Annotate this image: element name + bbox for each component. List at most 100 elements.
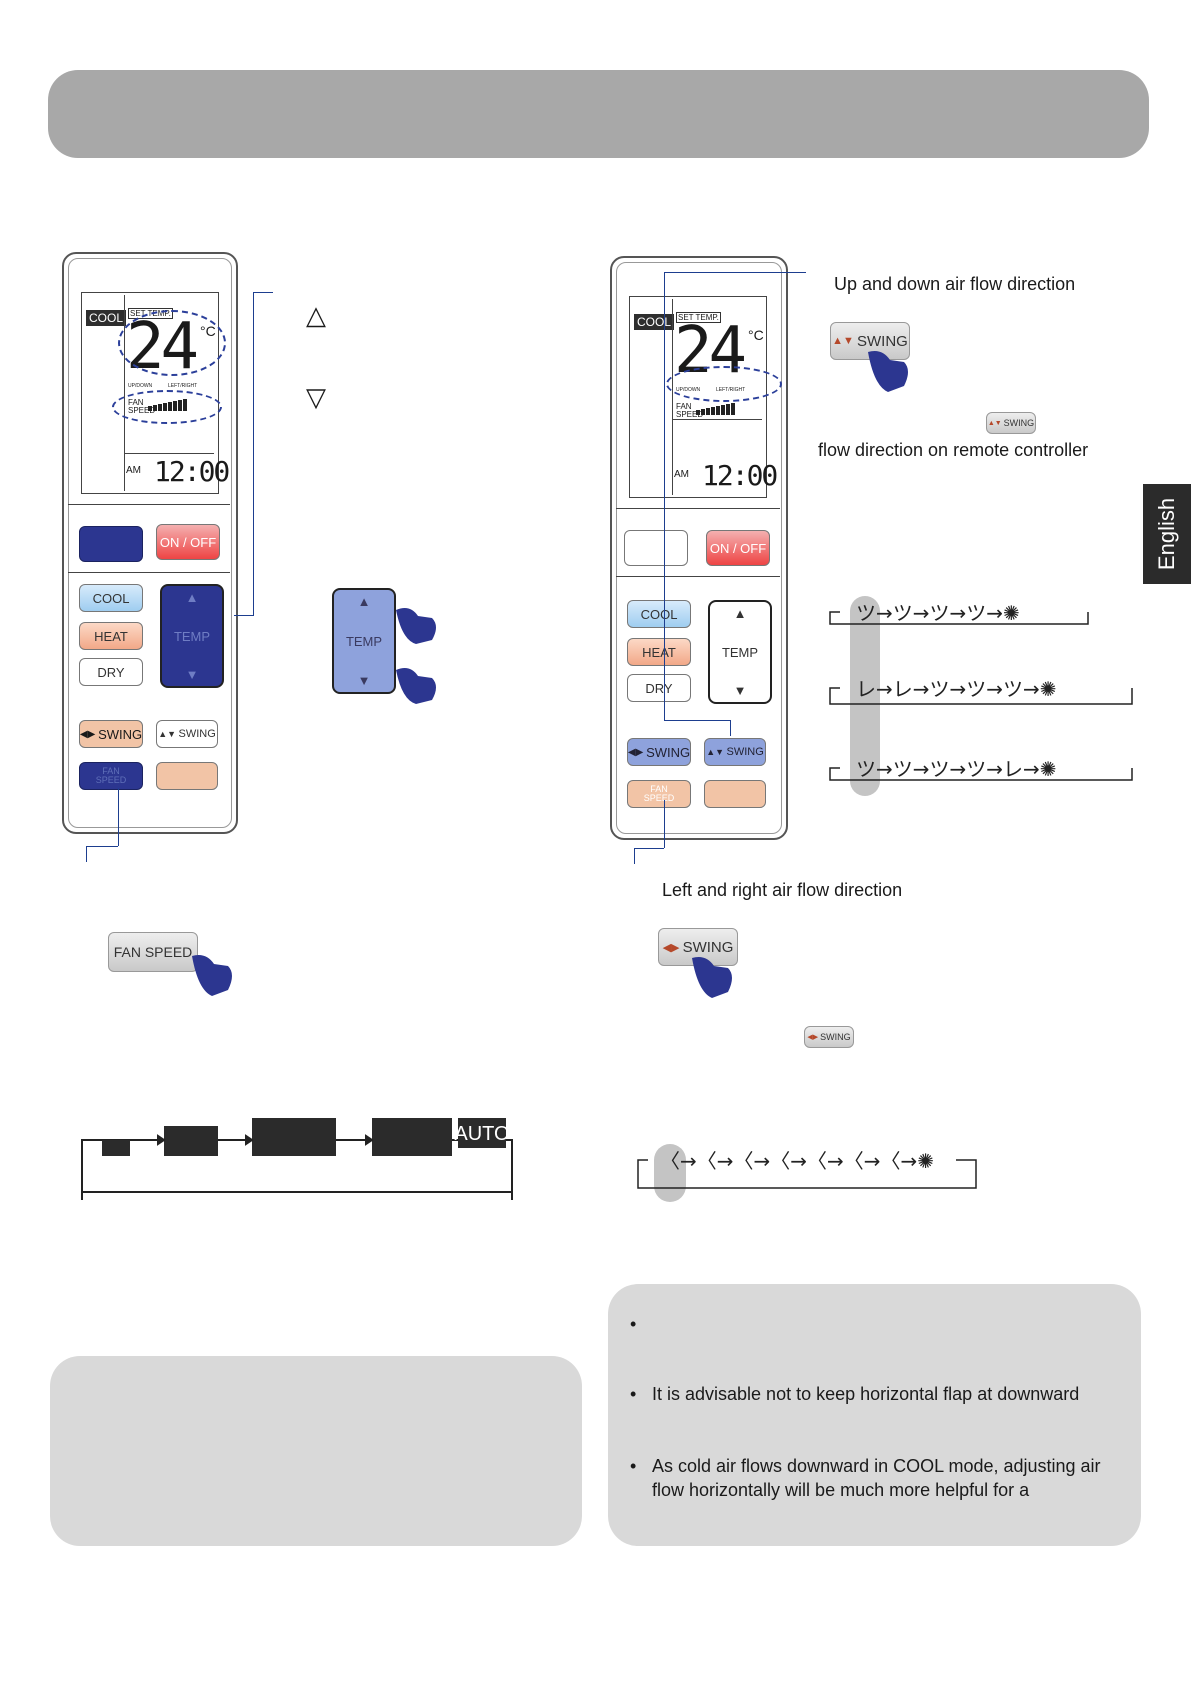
fan-speed-cycle: AUTO	[81, 1118, 513, 1200]
remote-section-line	[68, 504, 230, 505]
temp-label: TEMP	[173, 628, 211, 644]
note-3: As cold air flows downward in COOL mode,…	[630, 1454, 1122, 1502]
heat-button[interactable]: HEAT	[79, 622, 143, 650]
ud-callout-vertical	[664, 272, 665, 720]
leftright-flap-sequence: 〈→〈→〈→〈→〈→〈→〈→✺	[637, 1144, 977, 1202]
lcd-fan-text-r: FAN	[676, 402, 692, 411]
swing-lr-illustration: ◀▶ SWING	[658, 928, 738, 966]
lcd-divider-r	[672, 299, 673, 495]
temp-callout-line	[234, 615, 254, 616]
remote-section-line-2-r	[616, 576, 780, 577]
swing-lr-label: SWING	[98, 726, 143, 742]
fan-speed-button-r[interactable]: FAN SPEED	[627, 780, 691, 808]
lcd-am-r: AM	[674, 469, 689, 480]
cool-button[interactable]: COOL	[79, 584, 143, 612]
swing-ud-inline-arrows: ▲▼	[987, 419, 1004, 427]
dry-button[interactable]: DRY	[79, 658, 143, 686]
lcd-mode: COOL	[86, 310, 127, 326]
swing-ud-button[interactable]: ▲▼ SWING	[156, 720, 218, 748]
lcd-clock: 12:00	[154, 455, 230, 488]
remote-section-line-2	[68, 572, 230, 573]
speed-label: SPEED	[95, 775, 127, 785]
fan-speed-illustration: FAN SPEED	[108, 932, 198, 972]
remote-peach-button[interactable]	[156, 762, 218, 790]
language-tab: English	[1143, 484, 1191, 584]
temp-illus-down-icon: ▼	[357, 673, 371, 688]
lcd-fan-bars-r	[696, 403, 735, 415]
swing-lr-inline-arrows: ◀▶	[807, 1034, 821, 1041]
remote-blank-button-r[interactable]	[624, 530, 688, 566]
lcd-divider-h	[124, 453, 214, 454]
heat-button-r[interactable]: HEAT	[627, 638, 691, 666]
hand-pointer-icon	[396, 608, 436, 704]
swing-ud-icon: ▲▼	[158, 729, 179, 739]
hand-pointer-icon-fan	[192, 955, 232, 996]
up-down-heading: Up and down air flow direction	[834, 274, 1076, 294]
fan-highlight	[112, 390, 222, 424]
fan-callout-vertical	[118, 788, 119, 846]
temp-button-r[interactable]: ▲ TEMP ▼	[708, 600, 772, 704]
swing-ud-button-r[interactable]: ▲▼ SWING	[704, 738, 766, 766]
hand-pointer-icon-ud	[868, 351, 908, 392]
fan-speed-button[interactable]: FAN SPEED	[79, 762, 143, 790]
temp-callout-vertical	[253, 292, 254, 615]
temp-callout-top	[253, 292, 273, 293]
dry-button-r[interactable]: DRY	[627, 674, 691, 702]
flow-direction-text: flow direction on remote controller	[818, 440, 1089, 460]
svg-text:ツ→ツ→ツ→ツ→レ→✺: ツ→ツ→ツ→ツ→レ→✺	[856, 757, 1057, 781]
note-1	[630, 1312, 1122, 1336]
updown-flap-sequence: ツ→ツ→ツ→ツ→✺ レ→レ→ツ→ツ→ツ→✺ ツ→ツ→ツ→ツ→レ→✺	[829, 596, 1133, 796]
swing-lr-label-r: SWING	[646, 744, 691, 760]
swing-ud-icon-r: ▲▼	[706, 747, 727, 757]
lr-callout-end	[634, 848, 635, 864]
temp-up-symbol: △	[306, 300, 326, 330]
lcd-divider	[124, 295, 125, 491]
on-off-button[interactable]: ON / OFF	[156, 524, 220, 560]
remote-frame	[68, 258, 232, 828]
temp-down-icon: ▼	[185, 667, 199, 682]
temp-illus-label: TEMP	[345, 633, 383, 649]
fan-callout-end	[86, 846, 87, 862]
temp-down-icon-r: ▼	[733, 683, 747, 698]
temp-label-r: TEMP	[721, 644, 759, 660]
temp-down-symbol: ▽	[306, 382, 326, 412]
ud-callout-horizontal	[664, 720, 730, 721]
lcd-set-temp-r: SET TEMP.	[676, 312, 721, 323]
lr-callout-horizontal	[634, 848, 664, 849]
cool-button-r[interactable]: COOL	[627, 600, 691, 628]
remote-peach-button-r[interactable]	[704, 780, 766, 808]
right-remote: COOL SET TEMP. 24 °C UP/DOWN LEFT/RIGHT …	[610, 256, 788, 840]
language-label: English	[1154, 497, 1179, 571]
swing-lr-button-r[interactable]: ◀▶ SWING	[627, 738, 691, 766]
lcd-divider-h-r	[672, 419, 762, 420]
remote-frame-r	[616, 262, 782, 834]
on-off-button-r[interactable]: ON / OFF	[706, 530, 770, 566]
swing-lr-button[interactable]: ◀▶ SWING	[79, 720, 143, 748]
lcd-am: AM	[126, 465, 141, 476]
swing-ud-illustration: ▲▼ SWING	[830, 322, 910, 360]
swing-ud-label-r: SWING	[726, 746, 764, 758]
hand-pointer-icon-lr	[692, 957, 732, 998]
swing-lr-illus-label: SWING	[682, 938, 734, 956]
header-bar	[48, 70, 1149, 158]
temp-button[interactable]: ▲ TEMP ▼	[160, 584, 224, 688]
swing-ud-inline-label: SWING	[1003, 418, 1035, 428]
lcd-mode-r: COOL	[634, 314, 675, 330]
swing-lr-icon-r: ◀▶	[627, 746, 647, 758]
left-note-panel	[50, 1356, 582, 1546]
left-right-heading: Left and right air flow direction	[662, 880, 903, 900]
lcd-updown: UP/DOWN	[128, 383, 153, 389]
swing-ud-inline-icon: ▲▼ SWING	[986, 412, 1036, 434]
lcd-clock-r: 12:00	[702, 459, 778, 492]
lr-callout-vertical	[664, 800, 665, 848]
fan-label: FAN	[102, 766, 120, 776]
swing-lr-icon: ◀▶	[79, 728, 99, 740]
note-2: It is advisable not to keep horizontal f…	[630, 1382, 1122, 1406]
remote-blank-button[interactable]	[79, 526, 143, 562]
svg-text:〈→〈→〈→〈→〈→〈→〈→✺: 〈→〈→〈→〈→〈→〈→〈→✺	[660, 1149, 934, 1173]
swing-highlight	[666, 366, 782, 402]
temp-highlight	[118, 310, 226, 376]
svg-text:ツ→ツ→ツ→ツ→✺: ツ→ツ→ツ→ツ→✺	[856, 601, 1020, 625]
temp-up-icon: ▲	[185, 590, 199, 605]
